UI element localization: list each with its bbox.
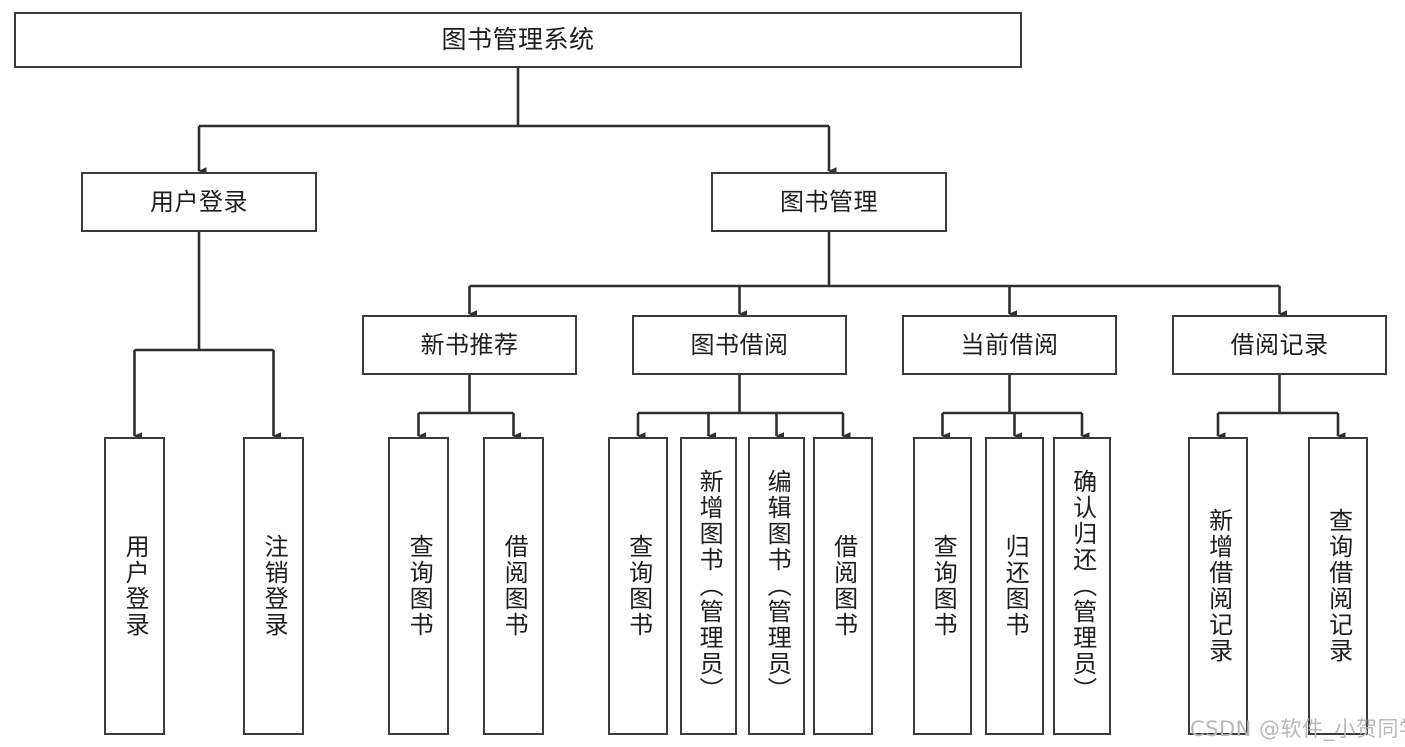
node-leaf-add-book-admin[interactable]: 新增图书（管理员） xyxy=(680,437,737,735)
node-current-borrow[interactable]: 当前借阅 xyxy=(902,315,1117,375)
node-user-login[interactable]: 用户登录 xyxy=(81,172,317,232)
node-leaf-query-book-3[interactable]: 查询图书 xyxy=(913,437,972,735)
node-book-borrow[interactable]: 图书借阅 xyxy=(632,315,847,375)
node-label: 查询图书 xyxy=(624,534,653,638)
node-leaf-query-book-2[interactable]: 查询图书 xyxy=(608,437,668,735)
node-label: 借阅图书 xyxy=(500,534,529,638)
node-leaf-borrow-book-1[interactable]: 借阅图书 xyxy=(483,437,544,735)
node-leaf-query-borrow-record[interactable]: 查询借阅记录 xyxy=(1308,437,1368,735)
node-root-system[interactable]: 图书管理系统 xyxy=(14,12,1022,68)
node-label: 用户登录 xyxy=(150,187,248,216)
node-leaf-logout-login[interactable]: 注销登录 xyxy=(243,437,304,735)
node-new-book-recommend[interactable]: 新书推荐 xyxy=(362,315,577,375)
node-label: 用户登录 xyxy=(121,534,150,638)
node-label: 查询借阅记录 xyxy=(1324,508,1353,664)
node-label: 编辑图书（管理员） xyxy=(763,469,792,703)
node-label: 图书管理 xyxy=(780,187,878,216)
node-leaf-borrow-book-2[interactable]: 借阅图书 xyxy=(813,437,873,735)
node-leaf-return-book[interactable]: 归还图书 xyxy=(985,437,1044,735)
node-label: 查询图书 xyxy=(929,534,958,638)
csdn-watermark: CSDN @软件_小贺同学 xyxy=(1190,717,1405,741)
node-label: 注销登录 xyxy=(260,534,289,638)
node-label: 新增借阅记录 xyxy=(1204,508,1233,664)
node-label: 归还图书 xyxy=(1001,534,1030,638)
node-leaf-confirm-return-admin[interactable]: 确认归还（管理员） xyxy=(1053,437,1111,735)
node-label: 图书借阅 xyxy=(690,330,789,359)
node-label: 图书管理系统 xyxy=(441,25,595,54)
node-label: 确认归还（管理员） xyxy=(1068,469,1097,703)
node-label: 查询图书 xyxy=(405,534,434,638)
node-borrow-record[interactable]: 借阅记录 xyxy=(1172,315,1387,375)
node-label: 借阅记录 xyxy=(1230,330,1329,359)
node-label: 新书推荐 xyxy=(420,330,519,359)
node-leaf-user-login[interactable]: 用户登录 xyxy=(104,437,165,735)
node-leaf-edit-book-admin[interactable]: 编辑图书（管理员） xyxy=(748,437,805,735)
node-book-manage[interactable]: 图书管理 xyxy=(711,172,947,232)
node-label: 借阅图书 xyxy=(829,534,858,638)
node-leaf-add-borrow-record[interactable]: 新增借阅记录 xyxy=(1188,437,1248,735)
node-label: 新增图书（管理员） xyxy=(695,469,724,703)
node-label: 当前借阅 xyxy=(960,330,1059,359)
node-leaf-query-book-1[interactable]: 查询图书 xyxy=(388,437,449,735)
